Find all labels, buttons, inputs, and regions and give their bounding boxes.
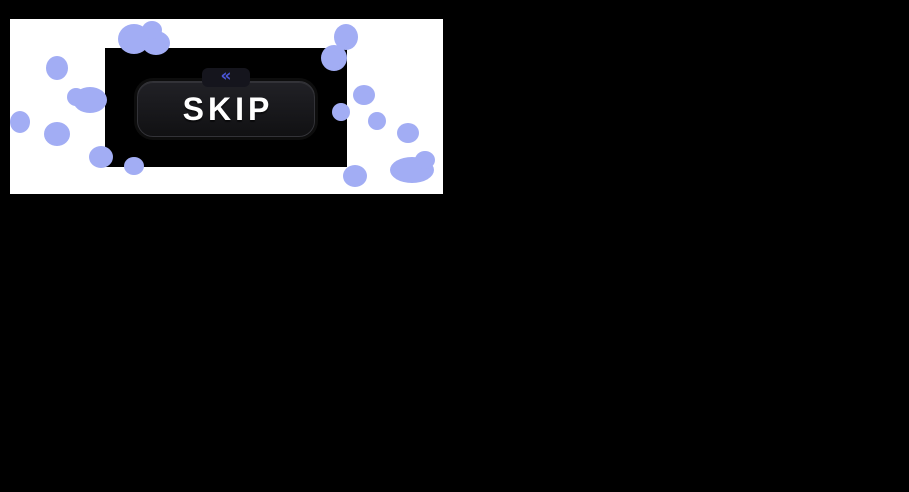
paint-blob <box>10 111 30 133</box>
paint-blob <box>46 56 68 80</box>
skip-button-label: SKIP <box>182 90 274 127</box>
paint-blob <box>334 24 358 50</box>
paint-blob <box>142 21 162 39</box>
paint-blob <box>44 122 70 146</box>
paint-blob <box>390 157 434 183</box>
paint-blob <box>368 112 386 130</box>
collapse-pill-button[interactable]: « <box>202 68 250 87</box>
paint-blob <box>397 123 419 143</box>
paint-blob <box>415 151 435 169</box>
double-chevron-left-icon: « <box>220 66 232 86</box>
paint-canvas[interactable]: « SKIP <box>10 19 443 194</box>
ad-overlay-box: « SKIP <box>105 48 347 167</box>
paint-blob <box>67 88 85 106</box>
paint-blob <box>343 165 367 187</box>
paint-blob <box>353 85 375 105</box>
paint-blob <box>73 87 107 113</box>
skip-button[interactable]: SKIP <box>137 81 315 137</box>
